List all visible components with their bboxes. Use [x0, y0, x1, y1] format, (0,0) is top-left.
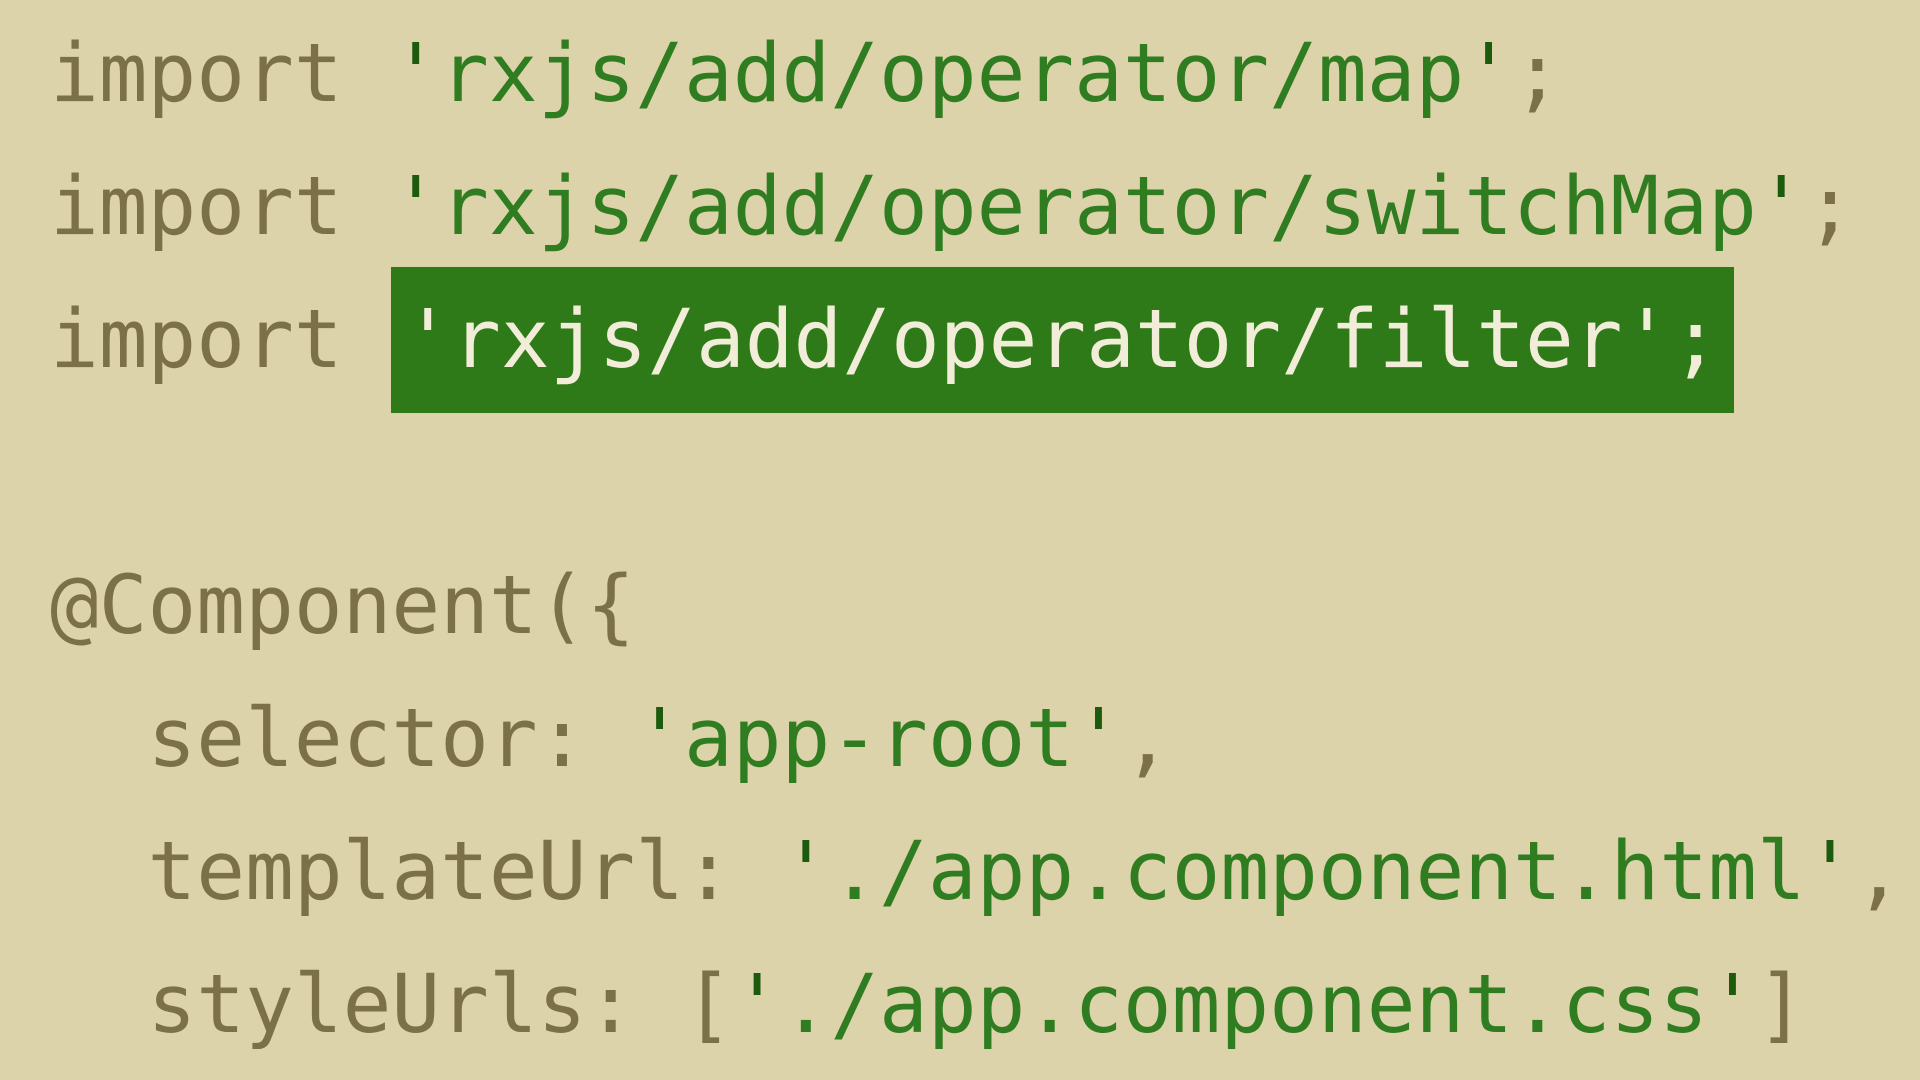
code-segment-quote: ' — [781, 825, 831, 919]
selector-line: selector: 'app-root', — [50, 673, 1920, 806]
code-segment-quote: ' — [635, 692, 684, 786]
code-segment-quote: ' — [1756, 160, 1806, 254]
code-segment-plain: @Component({ — [50, 559, 636, 653]
style-urls-line: styleUrls: ['./app.component.css'] — [50, 939, 1920, 1072]
template-url-line: templateUrl: './app.component.html', — [50, 806, 1920, 939]
code-segment-quote: ' — [391, 160, 441, 254]
code-segment-string: ./app.component.html — [830, 825, 1806, 919]
code-segment-quote: ' — [1805, 825, 1855, 919]
code-segment-string: rxjs/add/operator/switchMap — [440, 160, 1757, 254]
code-segment-plain: templateUrl: — [50, 825, 782, 919]
code-segment-plain: import — [50, 160, 392, 254]
component-decorator-line: @Component({ — [50, 540, 1920, 673]
code-segment-plain: selector: — [50, 692, 636, 786]
code-segment-string: app-root — [683, 692, 1075, 786]
code-segment-plain: ] — [1756, 958, 1806, 1052]
blank-line — [50, 407, 1920, 540]
import-filter-line: import 'rxjs/add/operator/filter'; — [50, 267, 1920, 413]
code-segment-quote: ' — [1464, 27, 1514, 121]
code-segment-quote: ' — [391, 27, 441, 121]
code-segment-quote: ' — [732, 958, 782, 1052]
code-segment-plain: ; — [1805, 160, 1855, 254]
code-segment-quote: ' — [1074, 692, 1123, 786]
highlighted-string: 'rxjs/add/operator/filter'; — [391, 267, 1735, 413]
import-switchmap-line: import 'rxjs/add/operator/switchMap'; — [50, 141, 1920, 274]
code-segment-plain: , — [1122, 692, 1172, 786]
code-segment-plain: import — [50, 27, 392, 121]
code-segment-quote: ' — [1708, 958, 1757, 1052]
code-segment-string: ./app.component.css — [781, 958, 1709, 1052]
import-map-line: import 'rxjs/add/operator/map'; — [50, 8, 1920, 141]
code-segment-plain: import — [50, 293, 392, 387]
code-segment-plain: , — [1854, 825, 1904, 919]
code-segment-string: rxjs/add/operator/map — [440, 27, 1465, 121]
code-segment-plain: styleUrls: [ — [50, 958, 733, 1052]
code-segment-plain: ; — [1513, 27, 1562, 121]
